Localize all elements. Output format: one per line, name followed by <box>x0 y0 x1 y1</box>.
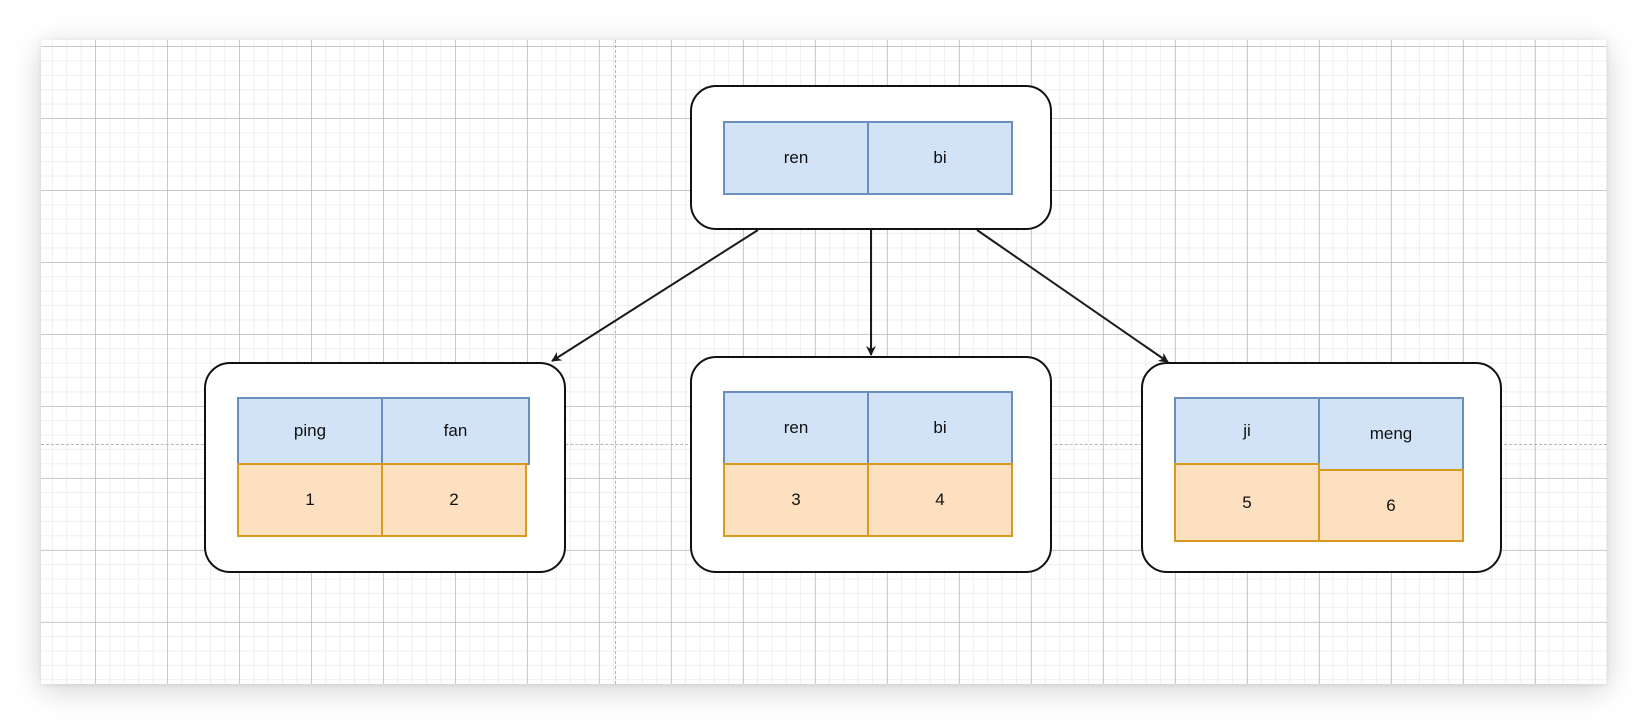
child-left-value-1[interactable]: 1 <box>237 463 383 537</box>
child-left-key-2[interactable]: fan <box>381 397 530 465</box>
child-middle-value-1[interactable]: 3 <box>723 463 869 537</box>
child-left-value-2[interactable]: 2 <box>381 463 527 537</box>
child-right-key-1[interactable]: ji <box>1174 397 1320 465</box>
edge-root-to-right <box>976 229 1169 363</box>
vertical-guide-line <box>615 40 616 684</box>
child-left-key-1[interactable]: ping <box>237 397 383 465</box>
root-key-2[interactable]: bi <box>867 121 1013 195</box>
child-middle-key-2[interactable]: bi <box>867 391 1013 465</box>
child-right-value-1[interactable]: 5 <box>1174 463 1320 542</box>
child-right-key-2[interactable]: meng <box>1318 397 1464 471</box>
edge-root-to-left <box>551 229 759 362</box>
child-right-value-2[interactable]: 6 <box>1318 469 1464 542</box>
root-key-1[interactable]: ren <box>723 121 869 195</box>
child-middle-value-2[interactable]: 4 <box>867 463 1013 537</box>
